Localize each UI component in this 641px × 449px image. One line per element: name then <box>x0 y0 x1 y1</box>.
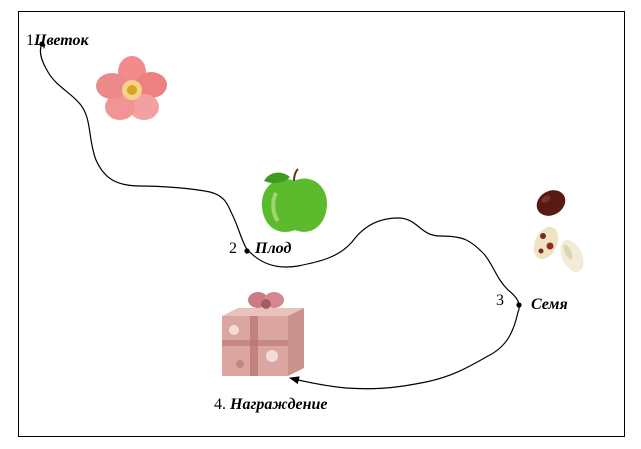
stage-label-3: Семя <box>531 296 568 314</box>
stage-label-1: 1Цветок <box>26 32 89 50</box>
beans-icon <box>533 190 584 272</box>
gift-box-icon <box>222 292 304 376</box>
stage-number-3-wrap: 3 <box>496 292 504 310</box>
stage-name-3: Семя <box>531 296 568 313</box>
stage-number-3: 3 <box>496 292 504 309</box>
stage-number-1: 1 <box>26 32 34 49</box>
connector-path <box>39 43 520 390</box>
stage-name-1: Цветок <box>34 32 89 49</box>
stage-number-4: 4. <box>214 396 226 413</box>
flower-icon <box>96 56 167 120</box>
stage-number-2: 2 <box>229 240 237 257</box>
stage-dot-3 <box>516 302 522 308</box>
stage-dot-1 <box>39 41 45 47</box>
diagram-frame <box>18 11 625 437</box>
stage-dot-2 <box>244 248 250 254</box>
stage-label-4: 4. Награждение <box>214 396 328 414</box>
stage-label-2: 2 Плод <box>229 240 291 258</box>
stage-name-2: Плод <box>255 240 292 257</box>
stage-name-4: Награждение <box>230 396 328 413</box>
apple-icon <box>261 168 328 232</box>
